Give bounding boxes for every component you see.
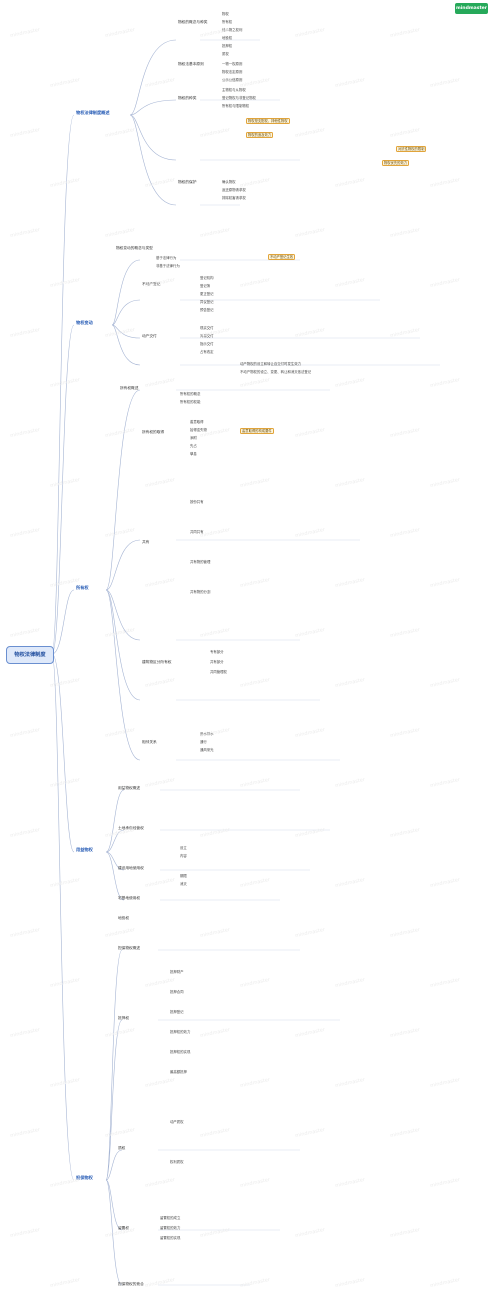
s5-mortgage[interactable]: 抵押权	[118, 1016, 130, 1020]
s2-mode-item: 基于法律行为	[156, 256, 177, 260]
s3-neighbor-item: 用水排水	[200, 732, 214, 736]
s2-reg-item: 预告登记	[200, 308, 214, 312]
s1-concept-item: 所有权	[222, 20, 233, 24]
s2-note: 动产物权的设立和转让自交付时发生效力	[240, 362, 302, 366]
s1-principle-item: 一物一权原则	[222, 62, 243, 66]
s5-concept[interactable]: 担保物权概述	[118, 946, 141, 950]
s5-compete[interactable]: 担保物权的竞合	[118, 1282, 144, 1286]
s2-reg-item: 更正登记	[200, 292, 214, 296]
s3-acquire-item: 添附	[190, 436, 197, 440]
s3-neighbor-item: 通风采光	[200, 748, 214, 752]
s2-movable-item: 指示交付	[200, 342, 214, 346]
s5-pledge-item: 动产质权	[170, 1120, 184, 1124]
s1-kinds-item: 主物权与从物权	[222, 88, 246, 92]
s1-principle-item: 物权法定原则	[222, 70, 243, 74]
s2-reg-item: 登记簿	[200, 284, 211, 288]
s5-mortgage-item: 最高额抵押	[170, 1070, 187, 1074]
s3-concept-item: 所有权的概念	[180, 392, 201, 396]
s2-movable-item: 简易交付	[200, 334, 214, 338]
s3-building[interactable]: 建筑物区分所有权	[142, 660, 172, 664]
s3-share[interactable]: 共有	[142, 540, 150, 544]
s3-building-item: 共有部分	[210, 660, 224, 664]
s3-acquire-item: 先占	[190, 444, 197, 448]
s5-lien[interactable]: 留置权	[118, 1226, 130, 1230]
s2-reg-item: 登记机构	[200, 276, 214, 280]
s3-building-item: 共同管理权	[210, 670, 227, 674]
s1-protect-item: 排除妨害请求权	[222, 196, 246, 200]
s3-acquire[interactable]: 所有权的取得	[142, 430, 165, 434]
s5-lien-item: 留置权的成立	[160, 1216, 181, 1220]
s1-concept-item: 地役权	[222, 36, 233, 40]
s2-mode-item: 非基于法律行为	[156, 264, 180, 268]
mindmaster-badge[interactable]: mindmaster	[455, 3, 488, 14]
root-topic[interactable]: 物权法律制度	[6, 646, 54, 664]
s1-protect-item: 确认物权	[222, 180, 236, 184]
s1-principle-item: 公示公信原则	[222, 78, 243, 82]
s5-mortgage-item: 抵押合同	[170, 990, 184, 994]
s4-concept[interactable]: 用益物权概述	[118, 786, 141, 790]
s2-movable-item: 现实交付	[200, 326, 214, 330]
s4-easement[interactable]: 地役权	[118, 916, 130, 920]
s3-acquire-item: 孳息	[190, 452, 197, 456]
s5-lien-item: 留置权的实现	[160, 1236, 181, 1240]
s4-item: 期限	[180, 874, 187, 878]
s2-mode[interactable]: 物权变动的概念与类型	[116, 246, 153, 250]
s1-concept-item: 物权	[222, 12, 229, 16]
s5-pledge[interactable]: 质权	[118, 1146, 126, 1150]
s3-share-item: 共同共有	[190, 530, 204, 534]
s4-land[interactable]: 土地承包经营权	[118, 826, 144, 830]
s1-kinds-item: 所有权与限制物权	[222, 104, 250, 108]
s1-highlight-3: 物权优先的效力	[382, 160, 410, 166]
s1-protect[interactable]: 物权的保护	[178, 180, 197, 184]
s5-mortgage-item: 抵押财产	[170, 970, 184, 974]
s1-principle[interactable]: 物权法基本原则	[178, 62, 204, 66]
s3-acquire-item: 善意取得	[190, 420, 204, 424]
s3-concept-item: 所有权的权能	[180, 400, 201, 404]
s1-highlight-2: 对抗性物权的限制	[396, 146, 427, 152]
s3-neighbor[interactable]: 相邻关系	[142, 740, 157, 744]
s2-highlight: 不动产登记生效	[268, 254, 296, 260]
s5-lien-item: 留置权的效力	[160, 1226, 181, 1230]
s2-note: 不动产物权的设立、变更、转让和消灭依法登记	[240, 370, 312, 374]
s1-highlight-1: 物权是支配权，排他性物权	[246, 118, 290, 124]
branch-security[interactable]: 担保物权	[76, 1175, 93, 1180]
s4-item: 设立	[180, 846, 187, 850]
s1-concept-note: 质权	[222, 52, 229, 56]
s5-mortgage-item: 抵押权的实现	[170, 1050, 191, 1054]
s2-reg-item: 异议登记	[200, 300, 214, 304]
s4-home[interactable]: 宅基地使用权	[118, 896, 141, 900]
s1-protect-item: 返还原物请求权	[222, 188, 246, 192]
s2-movable[interactable]: 动产交付	[142, 334, 157, 338]
branch-usufruct[interactable]: 用益物权	[76, 847, 93, 852]
s5-mortgage-item: 抵押登记	[170, 1010, 184, 1014]
branch-overview[interactable]: 物权法律制度概述	[76, 110, 110, 115]
s1-concept-note: 抵押权	[222, 44, 233, 48]
s3-neighbor-item: 通行	[200, 740, 207, 744]
s3-share-item: 共有物的分割	[190, 590, 211, 594]
s3-acquire-item: 拾得遗失物	[190, 428, 207, 432]
s5-pledge-item: 权利质权	[170, 1160, 184, 1164]
s3-concept[interactable]: 所有权概述	[120, 386, 139, 390]
s2-reg[interactable]: 不动产登记	[142, 282, 161, 286]
s5-mortgage-item: 抵押权的效力	[170, 1030, 191, 1034]
s1-concept-item: 他人物之权利	[222, 28, 243, 32]
s4-construct[interactable]: 建设用地使用权	[118, 866, 144, 870]
s1-kinds-item: 登记物权与非登记物权	[222, 96, 256, 100]
s2-movable-item: 占有改定	[200, 350, 214, 354]
s3-share-item: 共有物的管理	[190, 560, 211, 564]
branch-change[interactable]: 物权变动	[76, 320, 93, 325]
s3-building-item: 专有部分	[210, 650, 224, 654]
s1-kinds[interactable]: 物权的种类	[178, 96, 197, 100]
s1-highlight-4: 物权的追及效力	[246, 132, 274, 138]
branch-ownership[interactable]: 所有权	[76, 585, 89, 590]
s4-item: 内容	[180, 854, 187, 858]
s4-item: 消灭	[180, 882, 187, 886]
s3-highlight: 善意取得的构成要件	[240, 428, 274, 434]
s3-share-item: 按份共有	[190, 500, 204, 504]
s1-concept[interactable]: 物权的概念与种类	[178, 20, 208, 24]
